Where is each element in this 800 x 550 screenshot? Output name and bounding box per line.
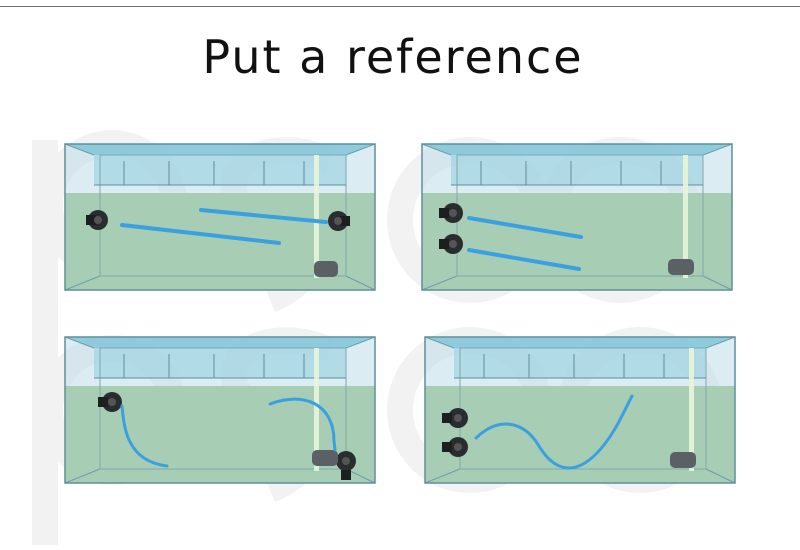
pump-icon bbox=[98, 392, 122, 412]
aquarium-tank-4 bbox=[424, 336, 738, 486]
pump-icon bbox=[439, 203, 463, 223]
flow-line-2 bbox=[467, 248, 581, 271]
heater-icon bbox=[314, 261, 338, 277]
flow-line-1 bbox=[467, 216, 583, 239]
heater-icon bbox=[668, 259, 694, 275]
pump-icon bbox=[86, 210, 108, 230]
pump-icon bbox=[439, 234, 463, 254]
flow-line-1 bbox=[474, 394, 634, 470]
aquarium-tank-2 bbox=[421, 143, 735, 293]
aquarium-tank-3 bbox=[64, 336, 378, 486]
pump-icon bbox=[442, 437, 468, 457]
flow-line-1 bbox=[120, 223, 281, 245]
pump-icon bbox=[442, 408, 468, 428]
heater-icon bbox=[670, 452, 696, 468]
heater-icon bbox=[312, 450, 338, 466]
slide-title: Put a reference bbox=[202, 30, 584, 84]
pump-icon bbox=[336, 451, 356, 480]
flow-line-2 bbox=[268, 397, 337, 452]
pump-icon bbox=[328, 211, 350, 231]
top-divider bbox=[0, 6, 800, 7]
flow-line-1 bbox=[120, 404, 169, 468]
flow-line-2 bbox=[199, 208, 328, 224]
aquarium-tank-1 bbox=[64, 143, 378, 293]
